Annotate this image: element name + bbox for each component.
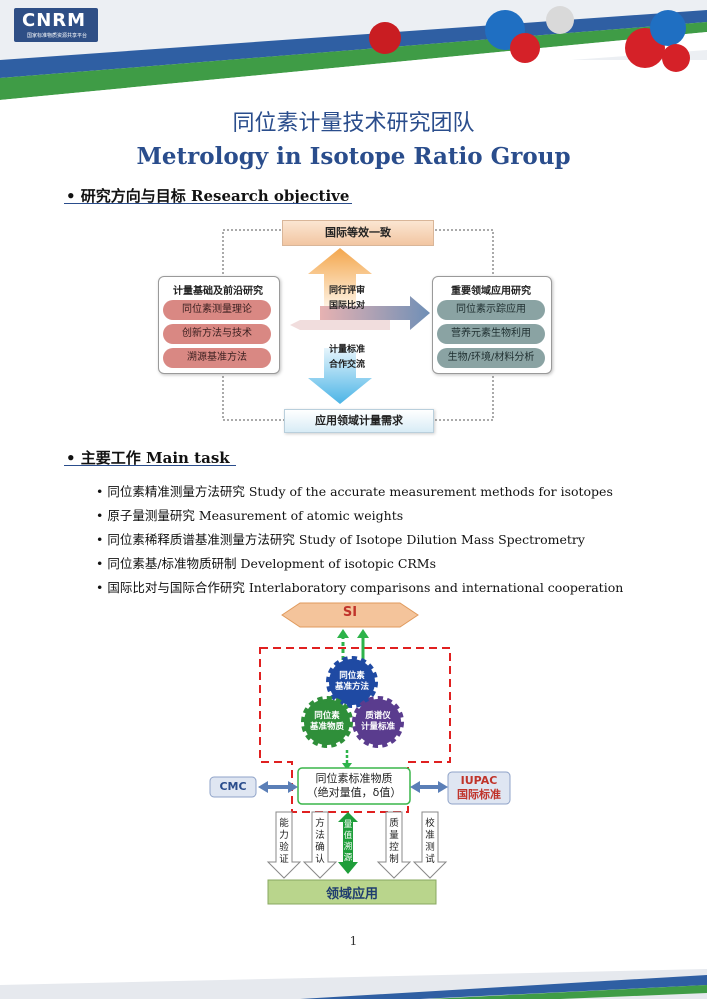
arrow-label-traceability: 量值溯源 (343, 820, 353, 863)
si-label: SI (342, 605, 358, 620)
cmc-label: CMC (219, 780, 247, 793)
international-equivalence-box: 国际等效一致 (282, 220, 434, 246)
left-item-traceability: 溯源基准方法 (163, 348, 271, 368)
cooperation-label: 合作交流 (328, 360, 365, 370)
iupac-box: IUPAC 国际标准 (448, 774, 510, 802)
research-heading: • 研究方向与目标 Research objective (66, 187, 350, 205)
international-comparison-label: 国际比对 (328, 301, 365, 311)
task-item: • 同位素稀释质谱基准测量方法研究 Study of Isotope Dilut… (96, 532, 585, 547)
task-item: • 国际比对与国际合作研究 Interlaboratory comparison… (96, 580, 624, 595)
task-item: • 同位素基/标准物质研制 Development of isotopic CR… (96, 556, 437, 571)
metrology-standard-label: 计量标准 (328, 345, 365, 355)
gear-primary-method-line2: 基准方法 (334, 682, 369, 692)
main-task-heading: • 主要工作 Main task (66, 449, 230, 467)
arrow-label-proficiency: 能力验证 (279, 818, 289, 865)
task-item: • 原子量测量研究 Measurement of atomic weights (96, 508, 404, 523)
gear-primary-material-line2: 基准物质 (309, 722, 344, 732)
main-task-underline (64, 465, 236, 466)
page-number: 1 (349, 934, 358, 948)
right-item-analysis: 生物/环境/材料分析 (437, 348, 545, 368)
logo-subtitle: 国家标准物质资源共享平台 (26, 33, 87, 39)
peer-review-label: 同行评审 (328, 286, 365, 296)
footer-banner (0, 969, 707, 999)
cnrm-logo (14, 8, 98, 42)
center-box-line2: （绝对量值，δ值） (306, 786, 402, 799)
gear-primary-method-line1: 同位素 (339, 671, 365, 681)
title-chinese: 同位素计量技术研究团队 (232, 111, 475, 136)
gear-mass-spectrometer-line2: 计量标准 (360, 722, 395, 732)
iupac-sub-label: 国际标准 (457, 788, 501, 801)
gear-primary-material-line1: 同位素 (314, 711, 340, 721)
task-item: • 同位素精准测量方法研究 Study of the accurate meas… (96, 484, 613, 499)
gear-mass-spectrometer-line1: 质谱仪 (365, 711, 391, 721)
left-item-theory: 同位素测量理论 (163, 300, 271, 320)
arrow-label-calibration: 校准测试 (425, 818, 435, 865)
right-item-nutrition: 营养元素生物利用 (437, 324, 545, 344)
center-box-line1: 同位素标准物质 (315, 772, 393, 785)
right-item-tracer: 同位素示踪应用 (437, 300, 545, 320)
right-panel-title: 重要领域应用研究 (451, 286, 531, 297)
center-box-text: 同位素标准物质 （绝对量值，δ值） (298, 772, 410, 800)
arrow-label-quality-control: 质量控制 (389, 818, 399, 865)
title-english: Metrology in Isotope Ratio Group (136, 143, 571, 170)
center-arrows (290, 248, 430, 404)
left-item-innovation: 创新方法与技术 (163, 324, 271, 344)
flow-diagram (209, 602, 511, 905)
left-panel-title: 计量基础及前沿研究 (173, 286, 263, 297)
application-demand-box: 应用领域计量需求 (284, 409, 434, 433)
gear-primary-material: 同位素 基准物质 (302, 711, 352, 733)
research-heading-underline (64, 203, 352, 204)
logo-text: CNRM (22, 10, 87, 31)
arrow-label-method-validation: 方法确认 (315, 818, 325, 865)
gear-mass-spectrometer: 质谱仪 计量标准 (353, 711, 403, 733)
iupac-label: IUPAC (460, 774, 498, 787)
header-banner (0, 0, 707, 100)
gear-primary-method: 同位素 基准方法 (327, 671, 377, 693)
field-application-box: 领域应用 (325, 887, 378, 902)
